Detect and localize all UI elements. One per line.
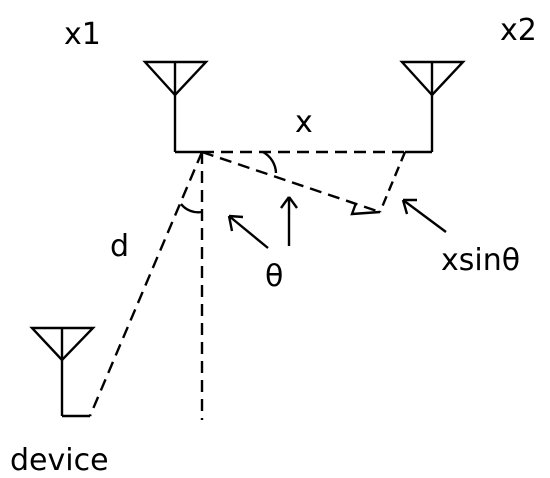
antenna-x2-icon [399,60,466,152]
antenna-device-icon [29,326,96,418]
label-d: d [110,229,129,264]
label-device: device [10,443,109,478]
label-x2: x2 [500,13,537,48]
theta-arrow-diagonal [227,214,269,249]
theta-arrow-vertical [280,196,298,246]
angle-arc-top [262,150,278,174]
label-x: x [295,105,313,140]
antenna-x1-icon [142,60,209,152]
distance-line-d [88,151,204,417]
projection-line [378,151,407,213]
xsintheta-arrow [401,198,447,233]
right-angle-marker [350,202,381,216]
arrival-direction-line [201,150,381,214]
label-x1: x1 [64,17,101,52]
label-xsintheta: xsinθ [441,243,520,278]
angle-arc-bottom [180,203,203,214]
label-theta: θ [265,259,283,294]
